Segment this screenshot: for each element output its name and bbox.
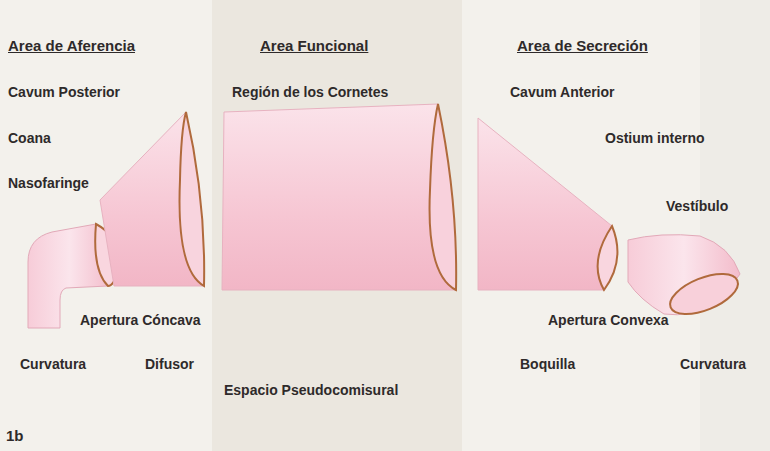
area-heading: Area de Aferencia <box>8 38 135 54</box>
area-heading: Area Funcional <box>260 38 368 54</box>
central-region-edge <box>430 104 457 290</box>
part-label: Espacio Pseudocomisural <box>224 382 398 398</box>
part-label: Apertura Cóncava <box>80 312 201 328</box>
part-label: Cavum Anterior <box>510 84 615 100</box>
part-label: Difusor <box>145 356 194 372</box>
central-region <box>222 104 456 290</box>
part-label: Boquilla <box>520 356 575 372</box>
diffuser <box>100 112 204 286</box>
part-label: Ostium interno <box>605 130 705 146</box>
part-label: Cavum Posterior <box>8 84 120 100</box>
part-label: Apertura Convexa <box>548 312 669 328</box>
nozzle-opening <box>598 226 618 290</box>
part-label: Curvatura <box>680 356 746 372</box>
area-heading: Area de Secreción <box>517 38 648 54</box>
figure-number: 1b <box>6 428 24 444</box>
central-panel <box>212 0 462 451</box>
diffuser-opening <box>180 112 205 286</box>
part-label: Región de los Cornetes <box>232 84 388 100</box>
right-margin <box>700 0 770 451</box>
part-label: Vestíbulo <box>666 198 728 214</box>
nozzle <box>478 118 615 290</box>
part-label: Coana <box>8 130 51 146</box>
part-label: Nasofaringe <box>8 175 89 191</box>
part-label: Curvatura <box>20 356 86 372</box>
right-curvature-opening <box>665 266 744 323</box>
